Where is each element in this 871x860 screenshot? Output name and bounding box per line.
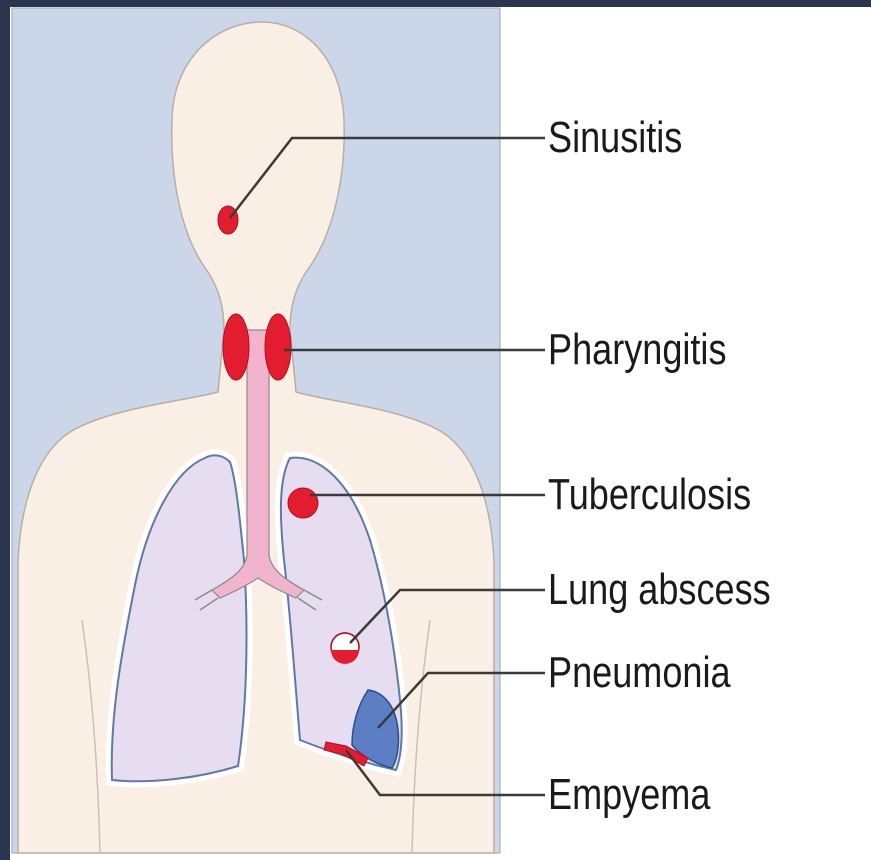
label-lung-abscess: Lung abscess: [548, 568, 771, 612]
label-pneumonia: Pneumonia: [548, 651, 731, 695]
pharyngitis-marker-left: [223, 314, 249, 380]
tuberculosis-marker: [288, 488, 318, 518]
label-empyema: Empyema: [548, 773, 710, 817]
pharyngitis-marker-right: [265, 314, 291, 380]
label-tuberculosis: Tuberculosis: [548, 473, 751, 517]
label-sinusitis: Sinusitis: [548, 116, 682, 160]
label-pharyngitis: Pharyngitis: [548, 328, 726, 372]
